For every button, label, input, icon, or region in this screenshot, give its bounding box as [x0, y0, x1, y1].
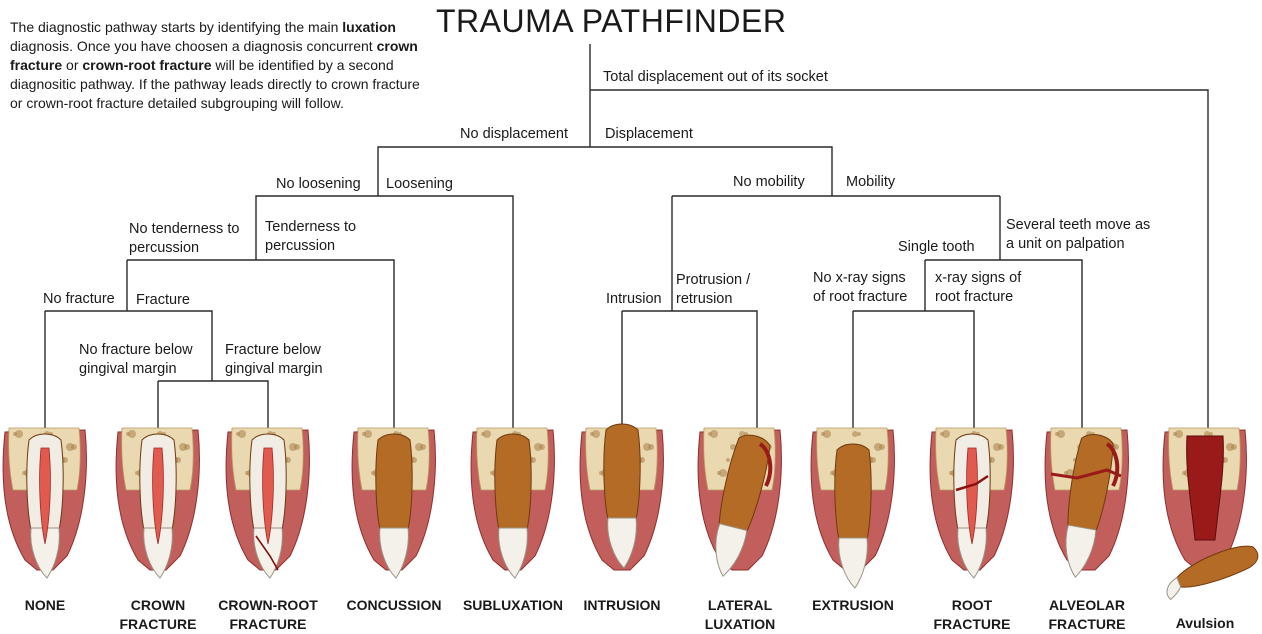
label-no-fracture: No fracture — [43, 290, 115, 309]
label-protrusion: Protrusion / retrusion — [676, 271, 750, 309]
label-total-displacement: Total displacement out of its socket — [603, 68, 828, 87]
tooth-none — [3, 428, 86, 578]
caption-root-fracture: ROOT FRACTURE — [917, 596, 1027, 634]
label-xray: x-ray signs of root fracture — [935, 269, 1021, 307]
label-no-fracture-below: No fracture below gingival margin — [79, 341, 193, 379]
branch-crown-split — [158, 381, 268, 428]
tooth-crown-fracture — [116, 428, 199, 578]
label-no-xray: No x-ray signs of root fracture — [813, 269, 907, 307]
tooth-lateral-luxation — [698, 428, 781, 580]
tooth-concussion — [352, 428, 435, 578]
caption-lateral-luxation: LATERAL LUXATION — [685, 596, 795, 634]
caption-subluxation: SUBLUXATION — [458, 596, 568, 615]
label-no-displacement: No displacement — [460, 125, 568, 144]
tooth-extrusion — [811, 428, 894, 588]
caption-avulsion: Avulsion — [1150, 614, 1260, 633]
tooth-illustrations — [3, 424, 1262, 600]
branch-intrusion-split — [622, 311, 757, 428]
label-displacement: Displacement — [605, 125, 693, 144]
caption-alveolar-fracture: ALVEOLAR FRACTURE — [1032, 596, 1142, 634]
tooth-intrusion — [580, 424, 663, 570]
label-mobility: Mobility — [846, 173, 895, 192]
label-no-mobility: No mobility — [733, 173, 805, 192]
label-loosening: Loosening — [386, 175, 453, 194]
tooth-subluxation — [471, 428, 554, 578]
intro-text: The diagnostic pathway starts by identif… — [10, 18, 430, 113]
caption-none: NONE — [0, 596, 100, 615]
label-several-teeth: Several teeth move as a unit on palpatio… — [1006, 216, 1150, 254]
caption-crown-fracture: CROWN FRACTURE — [103, 596, 213, 634]
label-intrusion-branch: Intrusion — [606, 290, 662, 309]
caption-crown-root-fracture: CROWN-ROOT FRACTURE — [213, 596, 323, 634]
label-no-tenderness: No tenderness to percussion — [129, 220, 239, 258]
caption-extrusion: EXTRUSION — [798, 596, 908, 615]
branch-loosening-split — [378, 196, 513, 428]
label-fracture-below: Fracture below gingival margin — [225, 341, 323, 379]
caption-concussion: CONCUSSION — [339, 596, 449, 615]
label-single-tooth: Single tooth — [898, 238, 975, 257]
tooth-crown-root-fracture — [226, 428, 309, 578]
branch-root-split — [853, 311, 974, 428]
label-fracture: Fracture — [136, 291, 190, 310]
tooth-root-fracture — [930, 428, 1013, 578]
label-tenderness: Tenderness to percussion — [265, 218, 356, 256]
label-no-loosening: No loosening — [276, 175, 361, 194]
caption-intrusion: INTRUSION — [567, 596, 677, 615]
tooth-alveolar-fracture — [1045, 428, 1128, 580]
tooth-avulsion — [1160, 428, 1262, 600]
page-title: TRAUMA PATHFINDER — [436, 3, 786, 40]
